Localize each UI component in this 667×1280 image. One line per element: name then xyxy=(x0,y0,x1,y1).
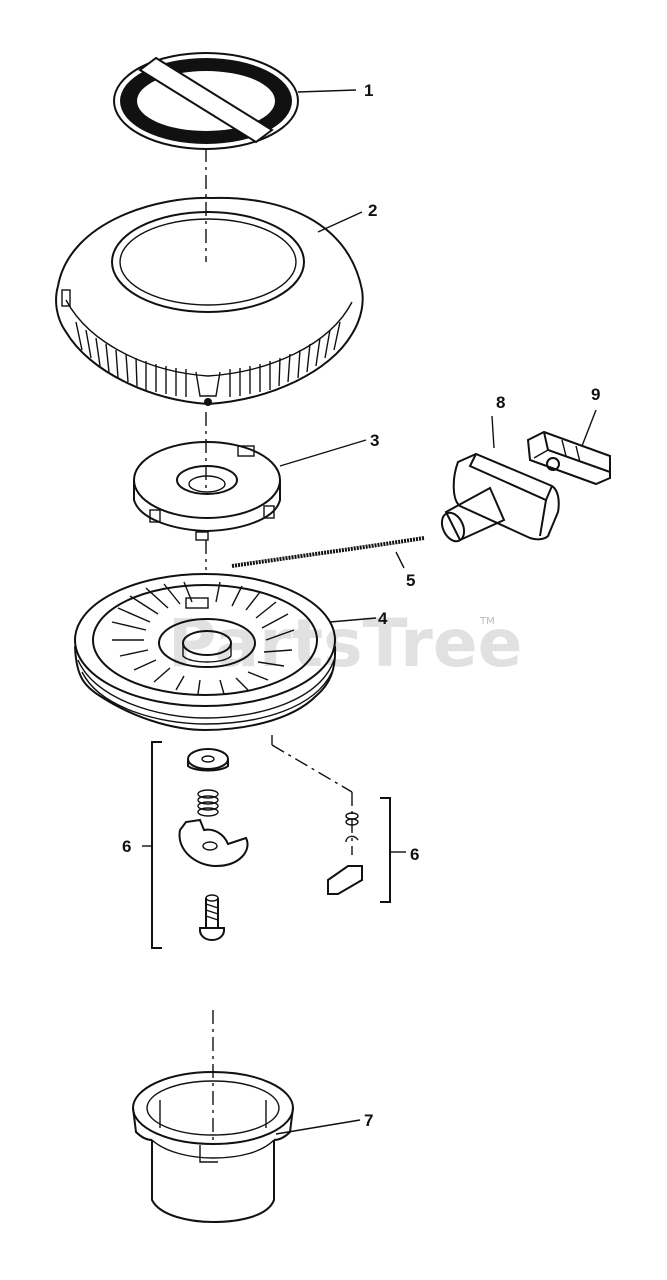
callout-labels: 1 2 3 4 5 6 6 7 8 9 xyxy=(122,81,600,1130)
callout-1: 1 xyxy=(364,81,373,100)
callout-9: 9 xyxy=(591,385,600,404)
part-5-starter-rope xyxy=(231,536,425,568)
watermark-trademark: TM xyxy=(479,616,495,627)
callout-8: 8 xyxy=(496,393,505,412)
callout-5: 5 xyxy=(406,571,415,590)
housing-vent-ribs xyxy=(75,321,341,397)
part-6-pawl-kit-right xyxy=(327,797,391,903)
leader-lines xyxy=(142,89,597,1135)
part-8-starter-handle xyxy=(440,452,560,543)
part-4-starter-pulley xyxy=(74,573,337,732)
spring xyxy=(197,789,219,817)
part-3-spring-plate xyxy=(133,441,281,541)
assembly-axis xyxy=(205,148,353,1140)
watermark: PartsTree TM xyxy=(168,605,522,682)
callout-2: 2 xyxy=(368,201,377,220)
callout-4: 4 xyxy=(378,609,388,628)
callout-6-left: 6 xyxy=(122,837,131,856)
callout-7: 7 xyxy=(364,1111,373,1130)
part-2-starter-housing xyxy=(55,196,364,406)
watermark-text: PartsTree xyxy=(168,605,522,682)
part-1-decal xyxy=(113,52,299,150)
part-7-starter-cup xyxy=(132,1071,294,1224)
callout-3: 3 xyxy=(370,431,379,450)
callout-6-right: 6 xyxy=(410,845,419,864)
part-9-rope-clip xyxy=(526,430,611,486)
part-6-pawl-kit-left xyxy=(151,741,249,949)
